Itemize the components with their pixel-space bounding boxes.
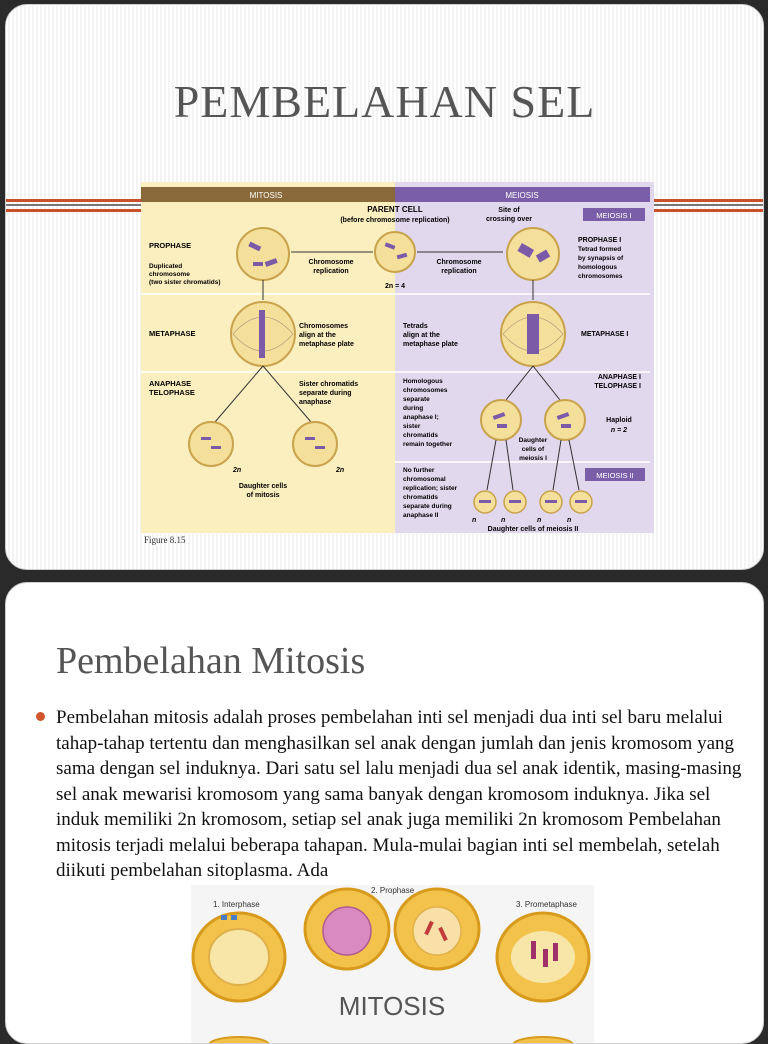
daughter-cell-mitosis-1 (189, 422, 233, 466)
prophase-1-label: PROPHASE I (578, 237, 621, 244)
chrom-rep-right-2: replication (441, 268, 476, 275)
telophase-1-label: TELOPHASE I (594, 383, 641, 390)
daughter-m1-3: meiosis I (519, 455, 547, 462)
prophase-label: PROPHASE (149, 241, 191, 250)
homol-8: remain together (403, 441, 453, 448)
slide-2: Pembelahan Mitosis Pembelahan mitosis ad… (5, 582, 764, 1044)
chrom-align-3: metaphase plate (299, 341, 354, 348)
chrom-align-2: align at the (299, 332, 336, 339)
parent-cell (375, 232, 415, 272)
nofurther-5: separate during (403, 503, 452, 510)
meiosis-2-badge-text: MEIOSIS II (596, 471, 634, 480)
prophase-1-cell (507, 228, 559, 280)
daughter-m1-2: cells of (522, 446, 545, 453)
n-label-2: n (501, 517, 505, 524)
chrom-rep-right-1: Chromosome (436, 259, 481, 266)
mitosis-meiosis-figure: MITOSIS MEIOSIS PARENT CELL (before chro… (141, 182, 654, 533)
nofurther-6: anaphase II (403, 512, 439, 519)
mitosis-image-label: MITOSIS (339, 991, 445, 1021)
prophase-cell (237, 228, 289, 280)
anaphase-label: ANAPHASE (149, 379, 191, 388)
meiosis-header: MEIOSIS (505, 191, 538, 200)
prophase-1-desc-4: chromosomes (578, 273, 623, 280)
prophase-1-desc-1: Tetrad formed (578, 246, 621, 253)
stage-2-label: 2. Prophase (371, 886, 415, 895)
meiosis-1-daughter-1 (481, 400, 521, 440)
daughter-mitosis-1: Daughter cells (239, 483, 287, 490)
sister-2: separate during (299, 390, 352, 397)
tetrads-1: Tetrads (403, 323, 428, 330)
homol-6: sister (403, 423, 421, 430)
homol-5: anaphase I; (403, 414, 439, 421)
homol-2: chromosomes (403, 387, 448, 394)
mitosis-stages-svg: 1. Interphase 2. Prophase 3. Prometaphas… (191, 885, 594, 1044)
stage-1-label: 1. Interphase (213, 900, 260, 909)
mitosis-header: MITOSIS (250, 191, 283, 200)
site-crossing-label-2: crossing over (486, 216, 532, 223)
dup-chrom-1: Duplicated (149, 263, 182, 270)
sister-1: Sister chromatids (299, 381, 358, 388)
chrom-align-1: Chromosomes (299, 323, 348, 330)
daughter-m1-1: Daughter (519, 437, 548, 444)
metaphase-label: METAPHASE (149, 329, 196, 338)
stage-3-label: 3. Prometaphase (516, 900, 577, 909)
telophase-label: TELOPHASE (149, 388, 195, 397)
sister-3: anaphase (299, 399, 331, 406)
figure-svg: MITOSIS MEIOSIS PARENT CELL (before chro… (141, 182, 654, 533)
nofurther-4: chromatids (403, 494, 438, 501)
bullet-paragraph: Pembelahan mitosis adalah proses pembela… (56, 705, 746, 884)
mitosis-stages-image: 1. Interphase 2. Prophase 3. Prometaphas… (191, 885, 594, 1044)
site-crossing-label: Site of (498, 207, 520, 214)
n-label-1: n (472, 517, 476, 524)
prophase-1-desc-3: homologous (578, 264, 617, 271)
dup-chrom-2: chromosome (149, 271, 190, 278)
prophase-1-desc-2: by synapsis of (578, 255, 624, 262)
haploid-label: Haploid (606, 417, 632, 424)
tetrads-2: align at the (403, 332, 440, 339)
two-n-label-b: 2n (335, 467, 344, 474)
tetrads-3: metaphase plate (403, 341, 458, 348)
nofurther-2: chromosomal (403, 476, 446, 483)
figure-caption: Figure 8.15 (144, 535, 186, 545)
daughter-mitosis-2: of mitosis (246, 492, 279, 499)
slide-2-title: Pembelahan Mitosis (56, 639, 365, 683)
dup-chrom-3: (two sister chromatids) (149, 279, 221, 286)
bullet-dot-icon (36, 712, 45, 721)
parent-cell-label: PARENT CELL (367, 205, 423, 214)
homol-3: separate (403, 396, 430, 403)
nofurther-1: No further (403, 467, 435, 474)
chrom-rep-left-2: replication (313, 268, 348, 275)
metaphase-1-label: METAPHASE I (581, 331, 628, 338)
daughter-cell-mitosis-2 (293, 422, 337, 466)
homol-4: during (403, 405, 423, 412)
anaphase-1-label: ANAPHASE I (598, 374, 641, 381)
n-label-4: n (567, 517, 571, 524)
haploid-n-label: n = 2 (611, 427, 627, 434)
homol-1: Homologous (403, 378, 443, 385)
daughter-m2: Daughter cells of meiosis II (488, 526, 579, 533)
paragraph-text: Pembelahan mitosis adalah proses pembela… (56, 705, 746, 884)
meiosis-1-badge-text: MEIOSIS I (596, 211, 631, 220)
n-label-3: n (537, 517, 541, 524)
slide-title: PEMBELAHAN SEL (6, 75, 763, 128)
nofurther-3: replication; sister (403, 485, 458, 492)
parent-cell-sub: (before chromosome replication) (340, 217, 449, 224)
homol-7: chromatids (403, 432, 438, 439)
meiosis-1-daughter-2 (545, 400, 585, 440)
chrom-rep-left-1: Chromosome (308, 259, 353, 266)
two-n-4-label: 2n = 4 (385, 283, 405, 290)
two-n-label-a: 2n (232, 467, 241, 474)
slide-1: PEMBELAHAN SEL MITOSIS MEIOSIS PARENT CE… (5, 4, 764, 570)
